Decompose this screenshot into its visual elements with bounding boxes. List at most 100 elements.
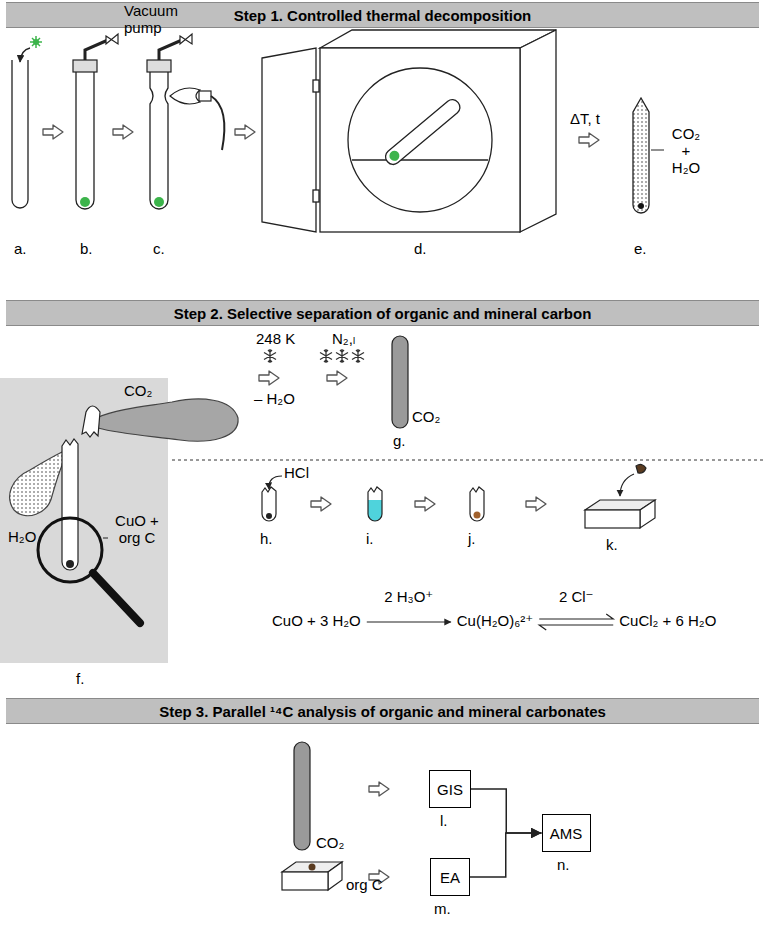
art-part — [585, 510, 640, 528]
art-part — [309, 864, 316, 871]
condition-label: ΔT, t — [570, 110, 600, 127]
art-part — [199, 91, 211, 101]
art-part — [282, 872, 328, 890]
instrument-box: EA — [430, 858, 470, 896]
art-part — [62, 439, 78, 570]
art-part — [113, 125, 133, 139]
art-part — [352, 159, 488, 160]
art-part — [520, 30, 556, 232]
panel-text: H₂O — [8, 528, 36, 545]
art-part — [311, 497, 331, 511]
step-letter: c. — [153, 240, 165, 257]
coolant-label: N₂,ₗ — [332, 330, 355, 347]
tube-b — [73, 34, 118, 209]
step-letter: e. — [634, 240, 647, 257]
equation-term: CuCl₂ + 6 H₂O — [619, 612, 716, 629]
step-title: Step 3. Parallel ¹⁴C analysis of organic… — [159, 703, 606, 720]
step-header-band: Step 3. Parallel ¹⁴C analysis of organic… — [6, 698, 759, 724]
instrument-name: GIS — [437, 781, 463, 798]
gas-tube — [294, 742, 310, 850]
art-part — [32, 38, 40, 46]
art-part — [103, 538, 108, 539]
step-letter: h. — [260, 530, 273, 547]
reaction-condition: 2 H₃O⁺ — [384, 588, 433, 605]
art-part — [348, 68, 492, 212]
sample-boat — [585, 464, 655, 528]
art-part — [85, 40, 108, 60]
art-part — [383, 97, 463, 168]
art-part — [76, 72, 94, 209]
art-part — [539, 625, 613, 630]
step-title: Step 2. Selective separation of organic … — [174, 305, 592, 322]
art-part — [259, 371, 279, 385]
step-title: Step 1. Controlled thermal decomposition — [234, 7, 532, 24]
art-part — [320, 48, 520, 232]
art-part — [170, 88, 200, 104]
panel-text: CO₂ — [124, 382, 152, 399]
art-part — [264, 349, 276, 363]
step-header-band: Step 1. Controlled thermal decomposition — [6, 2, 759, 28]
art-part — [367, 621, 451, 622]
instrument-box: GIS — [429, 770, 471, 808]
art-part — [96, 399, 238, 441]
art-part — [336, 349, 348, 363]
art-part — [474, 512, 481, 519]
art-part — [313, 80, 319, 92]
art-part — [387, 149, 401, 163]
art-part — [30, 36, 42, 48]
art-part — [80, 197, 90, 207]
art-part — [159, 40, 182, 60]
art-part — [369, 782, 389, 796]
art-part — [579, 133, 599, 147]
art-part — [320, 30, 556, 48]
instrument-box: AMS — [542, 814, 591, 852]
art-part — [320, 349, 332, 363]
step-letter: n. — [557, 856, 570, 873]
art-part — [526, 497, 546, 511]
art-part — [150, 72, 168, 209]
step-letter: m. — [434, 900, 451, 917]
art-part — [313, 190, 319, 202]
reagent-label: HCl — [284, 464, 309, 481]
art-part — [20, 48, 30, 62]
art-part — [106, 34, 118, 44]
step-letter: j. — [468, 530, 476, 547]
gas-tube — [392, 336, 408, 428]
art-part — [262, 487, 276, 521]
art-part — [43, 125, 63, 139]
art-part — [12, 60, 28, 208]
equation-term: CuO + 3 H₂O — [272, 612, 361, 629]
art-part — [620, 474, 634, 496]
tube-a — [12, 36, 42, 208]
tube-j — [470, 487, 484, 521]
divider — [172, 460, 765, 461]
sealed-tube-e — [633, 98, 664, 213]
product-label: CO₂ + H₂O — [668, 125, 704, 176]
temperature-label: 248 K — [256, 330, 295, 347]
gas-label: CO₂ — [316, 834, 344, 851]
art-part — [328, 862, 342, 890]
art-part — [327, 371, 347, 385]
step-letter: i. — [366, 530, 374, 547]
art-part — [651, 150, 664, 151]
art-part — [368, 500, 382, 521]
art-part — [352, 349, 364, 363]
art-part — [73, 60, 97, 72]
step-letter: f. — [76, 670, 84, 687]
sample-label: org C — [346, 876, 383, 893]
art-part — [415, 497, 435, 511]
art-part — [368, 487, 382, 521]
art-part — [93, 573, 140, 623]
equation-term: Cu(H₂O)₆²⁺ — [457, 612, 533, 629]
art-part — [82, 406, 100, 437]
art-part — [638, 203, 644, 209]
art-part — [211, 96, 224, 150]
sample-boat — [282, 862, 342, 890]
art-part — [539, 614, 613, 619]
flow-connector — [471, 789, 542, 833]
step-header-band: Step 2. Selective separation of organic … — [6, 300, 759, 326]
step-letter: a. — [14, 240, 27, 257]
instrument-name: EA — [440, 869, 460, 886]
art-part — [470, 487, 484, 521]
